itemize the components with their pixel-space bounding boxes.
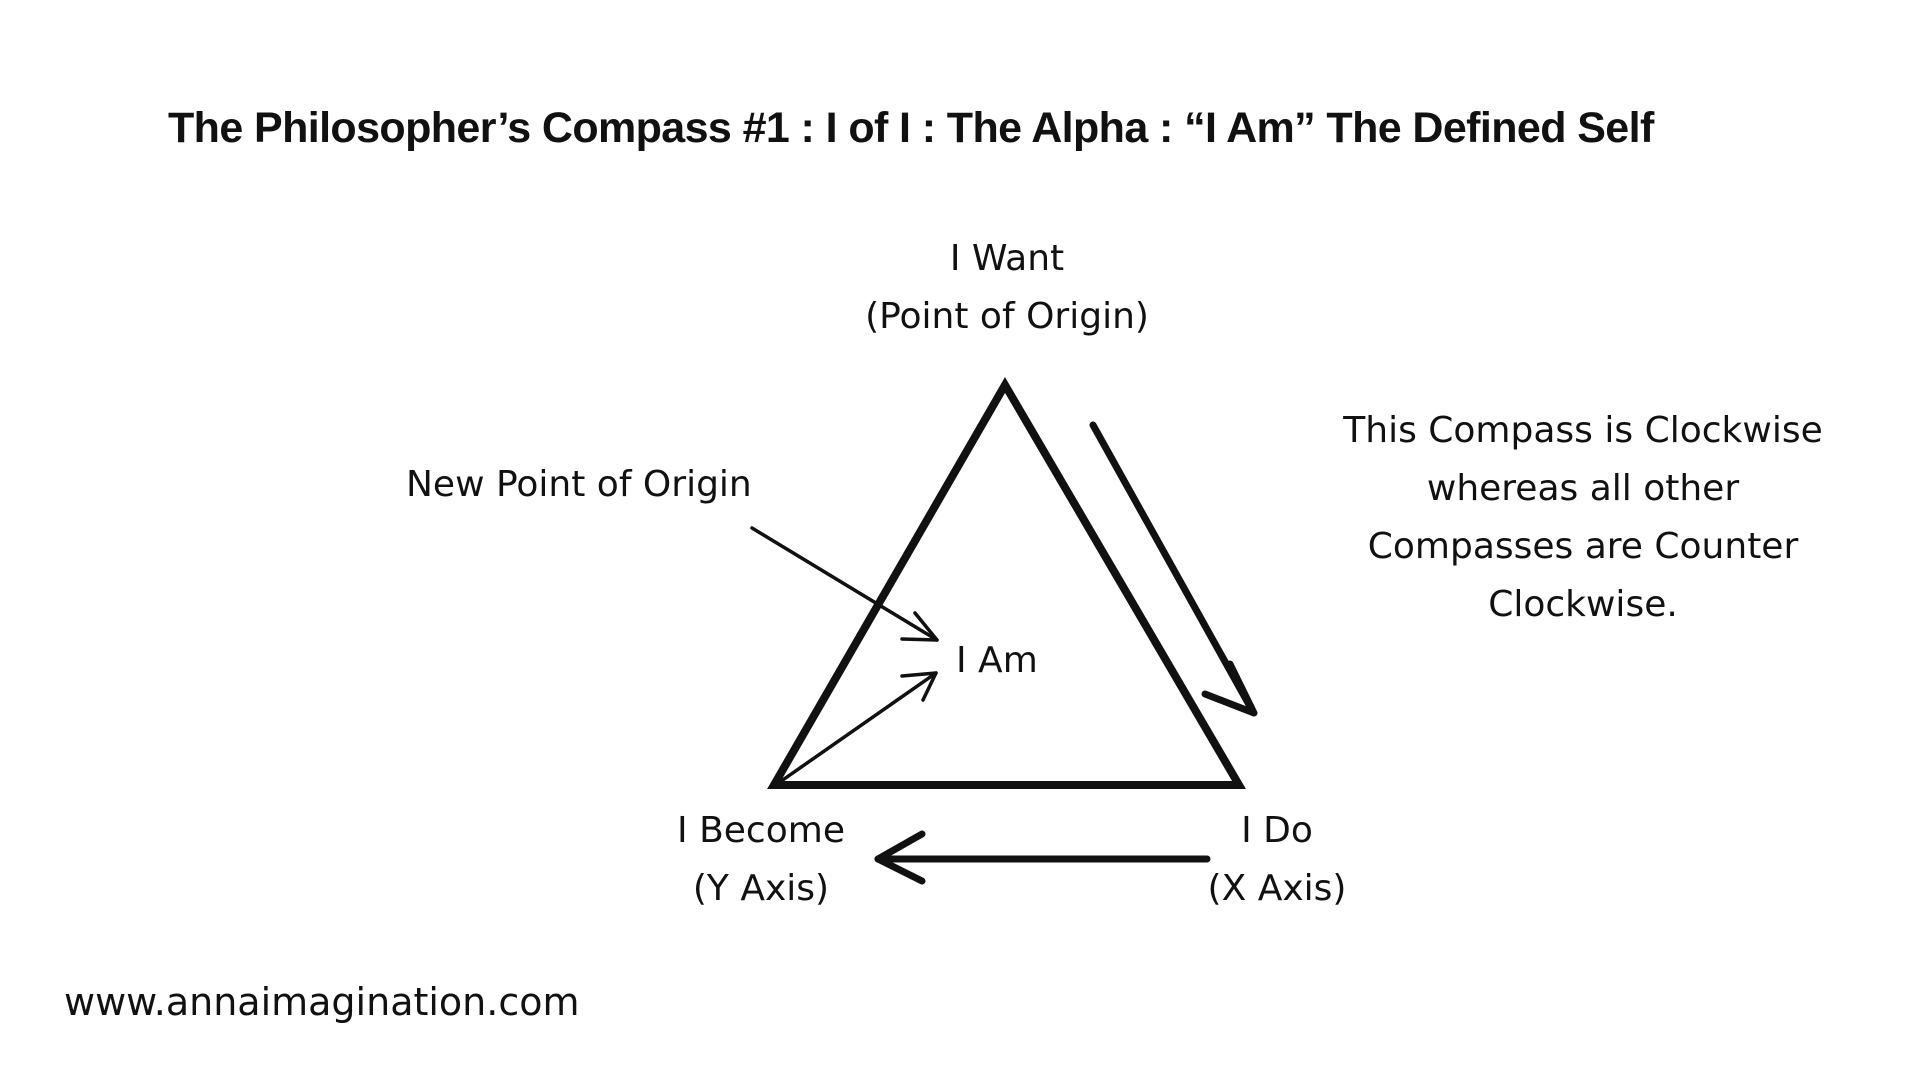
node-i-want: I Want (Point of Origin)	[865, 230, 1149, 346]
node-i-do-sublabel: (X Axis)	[1207, 868, 1347, 909]
node-i-become-sublabel: (Y Axis)	[692, 868, 830, 909]
note-line: Compasses are Counter	[1367, 526, 1799, 567]
note-line: This Compass is Clockwise	[1343, 410, 1823, 451]
clockwise-arrow-right	[1089, 421, 1258, 717]
become-to-am-arrow	[775, 671, 938, 786]
website-url: www.annaimagination.com	[64, 980, 580, 1024]
new-origin-label: New Point of Origin	[406, 464, 752, 505]
node-i-want-sublabel: (Point of Origin)	[865, 296, 1149, 337]
node-i-am: I Am	[956, 640, 1038, 681]
compass-triangle	[767, 377, 1246, 789]
note-line: Clockwise.	[1488, 584, 1678, 625]
new-origin-arrow	[750, 526, 939, 642]
clockwise-arrow-bottom	[874, 830, 1211, 885]
clockwise-note: This Compass is Clockwise whereas all ot…	[1343, 402, 1822, 634]
page-title: The Philosopher’s Compass #1 : I of I : …	[168, 104, 1654, 152]
node-i-do: I Do (X Axis)	[1208, 802, 1347, 918]
node-i-want-label: I Want	[949, 238, 1065, 279]
node-i-become: I Become (Y Axis)	[677, 802, 845, 918]
node-i-do-label: I Do	[1241, 810, 1313, 851]
note-line: whereas all other	[1426, 468, 1740, 509]
node-i-become-label: I Become	[677, 810, 845, 851]
